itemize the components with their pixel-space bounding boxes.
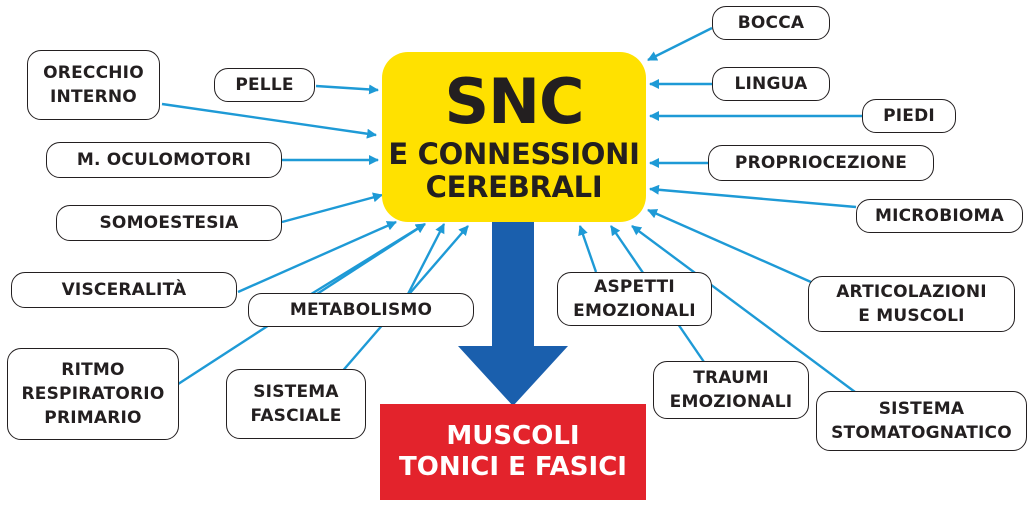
node-aspetti-emozionali: ASPETTI EMOZIONALI <box>557 272 712 326</box>
arrow-stomatognatico <box>631 225 856 393</box>
node-visceralita: VISCERALITÀ <box>11 272 237 308</box>
node-somoestesia: SOMOESTESIA <box>56 205 282 241</box>
node-label: PROPRIOCEZIONE <box>734 153 908 173</box>
result-box: MUSCOLI TONICI E FASICI <box>380 404 646 500</box>
center-title: SNC <box>444 65 584 138</box>
node-lingua: LINGUA <box>712 67 830 101</box>
node-pelle: PELLE <box>214 68 315 102</box>
node-bocca: BOCCA <box>712 6 830 40</box>
node-label: LINGUA <box>734 74 808 94</box>
node-label: SISTEMA STOMATOGNATICO <box>831 399 1012 443</box>
node-microbioma: MICROBIOMA <box>856 199 1023 233</box>
node-propriocezione: PROPRIOCEZIONE <box>708 145 934 181</box>
node-ritmo-respiratorio: RITMO RESPIRATORIO PRIMARIO <box>7 348 179 440</box>
node-label: PIEDI <box>883 106 935 126</box>
center-subtitle: E CONNESSIONI CEREBRALI <box>388 137 640 204</box>
node-oculomotori: M. OCULOMOTORI <box>46 142 282 178</box>
arrow-orecchio <box>161 102 377 139</box>
node-orecchio-interno: ORECCHIO INTERNO <box>27 50 160 120</box>
arrow-somoestesia <box>281 192 383 224</box>
node-label: MICROBIOMA <box>874 206 1005 226</box>
node-sistema-fasciale: SISTEMA FASCIALE <box>226 369 366 439</box>
node-label: BOCCA <box>737 13 805 33</box>
main-down-arrow <box>458 222 568 406</box>
arrow-pelle <box>315 84 379 95</box>
arrow-microbioma <box>649 184 857 209</box>
arrow-bocca <box>647 26 713 62</box>
node-label: VISCERALITÀ <box>61 280 187 300</box>
node-piedi: PIEDI <box>862 99 956 133</box>
node-label: RITMO RESPIRATORIO PRIMARIO <box>21 360 165 428</box>
arrow-aspetti <box>578 225 598 273</box>
arrow-metabolismo-b <box>406 223 446 295</box>
node-metabolismo: METABOLISMO <box>248 293 474 327</box>
node-traumi-emozionali: TRAUMI EMOZIONALI <box>653 361 809 419</box>
node-articolazioni-muscoli: ARTICOLAZIONI E MUSCOLI <box>808 276 1015 332</box>
arrow-articolazioni <box>647 208 821 288</box>
node-label: ASPETTI EMOZIONALI <box>573 277 696 321</box>
node-label: METABOLISMO <box>289 300 433 320</box>
node-label: PELLE <box>235 75 294 95</box>
snc-center-box: SNC E CONNESSIONI CEREBRALI <box>382 52 646 222</box>
node-label: ORECCHIO INTERNO <box>43 63 144 107</box>
node-label: ARTICOLAZIONI E MUSCOLI <box>836 282 987 326</box>
result-label: MUSCOLI TONICI E FASICI <box>399 421 627 482</box>
arrow-visceralita <box>237 220 397 294</box>
node-label: SISTEMA FASCIALE <box>250 382 342 426</box>
node-label: TRAUMI EMOZIONALI <box>669 368 793 412</box>
node-label: M. OCULOMOTORI <box>76 150 252 170</box>
node-label: SOMOESTESIA <box>99 213 239 233</box>
node-sistema-stomatognatico: SISTEMA STOMATOGNATICO <box>816 391 1027 451</box>
